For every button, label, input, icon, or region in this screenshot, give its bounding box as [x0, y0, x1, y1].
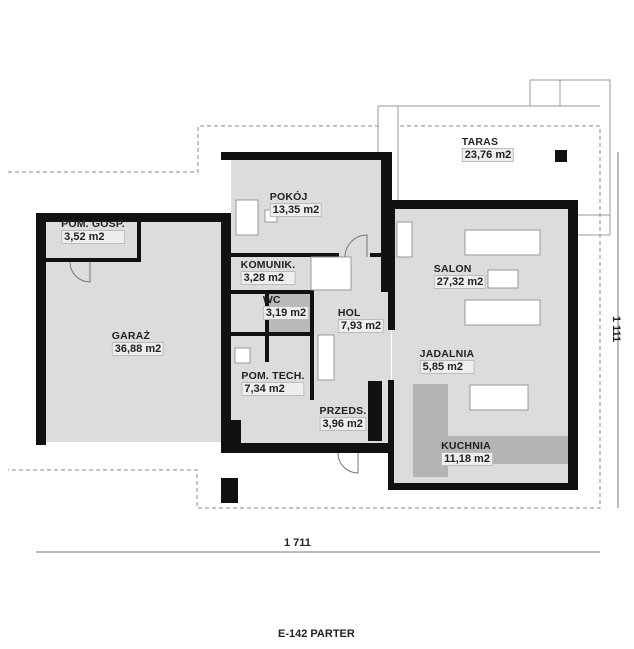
room-area: 13,35 m2 [269, 203, 323, 217]
room-name: POKÓJ [269, 191, 308, 203]
coffee-table [487, 269, 519, 289]
room-label-pom-tech: POM. TECH.7,34 m2 [241, 370, 305, 396]
room-name: KUCHNIA [441, 440, 491, 452]
width-dimension: 1 711 [284, 537, 311, 549]
depth-dimension: 1 111 [610, 315, 623, 343]
walls [36, 152, 578, 503]
room-name: TARAS [461, 136, 499, 148]
room-area: 3,19 m2 [262, 306, 310, 320]
boiler [234, 347, 251, 364]
room-area: 11,18 m2 [441, 452, 493, 466]
room-label-pom-gosp: POM. GOSP.3,52 m2 [61, 218, 125, 244]
room-area: 7,93 m2 [337, 319, 385, 333]
room-name: POM. GOSP. [61, 218, 125, 230]
room-area: 36,88 m2 [111, 342, 165, 356]
room-label-komunik: KOMUNIK.3,28 m2 [240, 259, 296, 285]
terrace-column [555, 150, 567, 162]
room-area: 3,28 m2 [240, 271, 296, 285]
room-area: 23,76 m2 [461, 148, 515, 162]
room-name: SALON [433, 263, 472, 275]
room-name: GARAŻ [111, 330, 151, 342]
plan-title: E-142 PARTER [278, 628, 355, 640]
room-name: POM. TECH. [241, 370, 305, 382]
room-label-przeds: PRZEDS.3,96 m2 [319, 405, 367, 431]
desk [235, 199, 259, 236]
sofa [464, 299, 541, 326]
room-area: 3,52 m2 [61, 230, 125, 244]
furniture [234, 199, 541, 411]
door-swing [344, 234, 368, 258]
room-area: 7,34 m2 [241, 382, 305, 396]
dining-table [469, 384, 529, 411]
room-name: KOMUNIK. [240, 259, 296, 271]
room-name: PRZEDS. [319, 405, 367, 417]
sofa [464, 229, 541, 256]
room-area: 27,32 m2 [433, 275, 487, 289]
roof-outline [8, 125, 601, 509]
room-name: JADALNIA [419, 348, 475, 360]
closet [317, 334, 335, 381]
door-swing [337, 452, 359, 474]
room-name: HOL [337, 307, 361, 319]
room-area: 3,96 m2 [319, 417, 367, 431]
room-area: 5,85 m2 [419, 360, 475, 374]
fireplace [396, 221, 413, 258]
door-swing [69, 261, 91, 283]
room-name: WC [262, 294, 281, 306]
stairs [310, 256, 352, 291]
